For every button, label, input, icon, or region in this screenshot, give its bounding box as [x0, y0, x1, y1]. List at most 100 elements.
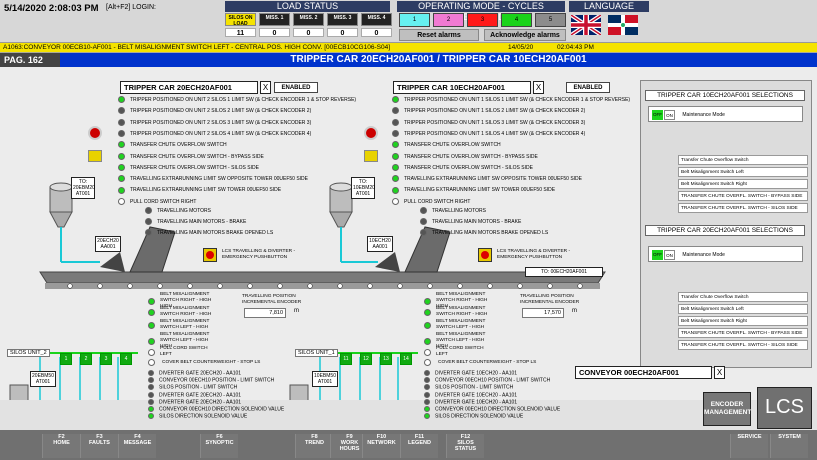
language-title: LANGUAGE	[569, 1, 649, 12]
right-alarm-bell-icon[interactable]	[364, 126, 378, 140]
right-silo-13[interactable]: 13	[380, 353, 392, 365]
panel-10-selection-item[interactable]: TRANSFER CHUTE OVERFL. SWITCH - BYPASS S…	[678, 191, 808, 201]
left-aa-tag: 20ECH20 AA001	[95, 236, 121, 252]
right-signal-label: TRIPPER POSITIONED ON UNIT 1 SILOS 4 LIM…	[404, 130, 586, 137]
mode-4-button[interactable]: 4	[501, 13, 532, 27]
panel-20-selection-item[interactable]: Transfer Chute Overflow Switch	[678, 292, 808, 302]
page-title: TRIPPER CAR 20ECH20AF001 / TRIPPER CAR 1…	[290, 54, 587, 65]
panel-20-on-button[interactable]: ON	[664, 250, 675, 260]
login-label[interactable]: [Alt+F2] LOGIN:	[106, 4, 156, 11]
mode-5-button[interactable]: 5	[535, 13, 566, 27]
fkey-label: TREND	[305, 440, 324, 446]
fkey-label: SYSTEM	[778, 434, 801, 440]
left-belt-item: PULL CORD SWITCH LEFT	[148, 346, 238, 358]
left-alarm-bell-icon[interactable]	[88, 126, 102, 140]
right-motor-item: TRAVELLING MAIN MOTORS BRAKE OPENED LS	[420, 229, 570, 238]
mode-2-button[interactable]: 2	[433, 13, 464, 27]
miss4-label: MISS. 4	[361, 13, 392, 26]
lcs-button[interactable]: LCS	[757, 387, 812, 429]
reset-alarms-button[interactable]: Reset alarms	[399, 29, 479, 41]
silos-on-load-label: SILOS ON LOAD	[225, 13, 256, 27]
left-tripper-enabled-badge[interactable]: ENABLED	[274, 82, 318, 93]
left-diverter-label: CONVEYOR 00ECH10 DIRECTION SOLENOID VALU…	[159, 406, 285, 413]
right-tripper-close-button[interactable]: X	[533, 81, 544, 94]
miss2-label: MISS. 2	[293, 13, 324, 26]
left-emergency-pushbutton-icon[interactable]	[203, 248, 217, 262]
left-tripper-close-button[interactable]: X	[260, 81, 271, 94]
status-led-icon	[148, 384, 154, 391]
right-silo-14[interactable]: 14	[400, 353, 412, 365]
panel-10-selection-item[interactable]: Belt Misalignment Switch Left	[678, 167, 808, 177]
right-lcs-label: LCS TRAVELLING & DIVERTER - EMERGENCY PU…	[497, 249, 571, 260]
encoder-management-button[interactable]: ENCODER MANAGEMENT	[703, 392, 751, 426]
right-diverter-item: CONVEYOR 00ECH10 POSITION - LIMIT SWITCH	[424, 377, 574, 384]
left-signal-item: TRIPPER POSITIONED ON UNIT 2 SILOS 1 LIM…	[118, 96, 363, 105]
panel-10-on-button[interactable]: ON	[664, 110, 675, 120]
right-silo-12[interactable]: 12	[360, 353, 372, 365]
right-tripper-enabled-badge[interactable]: ENABLED	[566, 82, 610, 93]
panel-20-selection-item[interactable]: TRANSFER CHUTE OVERFL. SWITCH - BYPASS S…	[678, 328, 808, 338]
panel-10-selection-item[interactable]: Transfer Chute Overflow Switch	[678, 155, 808, 165]
load-status-title: LOAD STATUS	[225, 1, 390, 12]
right-emergency-pushbutton-icon[interactable]	[478, 248, 492, 262]
right-signal-item: TRIPPER POSITIONED ON UNIT 1 SILOS 1 LIM…	[392, 96, 637, 105]
right-diverter-item: SILOS POSITION - LIMIT SWITCH	[424, 384, 574, 391]
fkey-system-button[interactable]: SYSTEM	[770, 434, 808, 458]
left-warning-horn-icon[interactable]	[88, 150, 102, 162]
right-belt-label: BELT MISALIGNMENT SWITCH LEFT - HIGH HIG…	[436, 332, 486, 349]
right-diverter-label: CONVEYOR 00ECH10 POSITION - LIMIT SWITCH	[435, 377, 551, 384]
left-belt-item: BELT MISALIGNMENT SWITCH LEFT - HIGH	[148, 319, 238, 331]
left-silo-2[interactable]: 2	[80, 353, 92, 365]
right-warning-horn-icon[interactable]	[364, 150, 378, 162]
left-signal-item: TRIPPER POSITIONED ON UNIT 2 SILOS 2 LIM…	[118, 107, 363, 116]
panel-20-selection-item[interactable]: TRANSFER CHUTE OVERFL. SWITCH - SILOS SI…	[678, 340, 808, 350]
panel-20-selection-item[interactable]: Belt Misalignment Switch Right	[678, 316, 808, 326]
alarm-banner[interactable]: A1063:CONVEYOR 00ECB10-AF001 - BELT MISA…	[0, 43, 817, 53]
left-diverter-item: SILOS DIRECTION SOLENOID VALUE	[148, 413, 298, 420]
panel-10-selection-item[interactable]: Belt Misalignment Switch Right	[678, 179, 808, 189]
right-diverter-label: SILOS POSITION - LIMIT SWITCH	[435, 384, 514, 391]
status-led-icon	[420, 229, 427, 237]
mode-1-button[interactable]: 1	[399, 13, 430, 27]
panel-10-off-button[interactable]: OFF	[652, 110, 663, 120]
left-signal-item: PULL CORD SWITCH RIGHT	[118, 197, 363, 207]
left-motor-label: TRAVELLING MOTORS	[157, 208, 211, 214]
fkey-code: F4	[134, 434, 141, 440]
uk-flag-icon[interactable]	[569, 13, 603, 37]
fkey-service-button[interactable]: SERVICE	[730, 434, 768, 458]
left-lcs-label: LCS TRAVELLING & DIVERTER - EMERGENCY PU…	[222, 249, 296, 260]
right-signal-label: TRANSFER CHUTE OVERFLOW SWITCH - SILOS S…	[404, 164, 533, 171]
panel-20-off-button[interactable]: OFF	[652, 250, 663, 260]
left-silo-4[interactable]: 4	[120, 353, 132, 365]
status-led-icon	[148, 413, 154, 420]
right-silo-11[interactable]: 11	[340, 353, 352, 365]
fkey-label: FAULTS	[89, 440, 110, 446]
dominican-flag-icon[interactable]	[608, 15, 638, 35]
left-signal-item: TRANSFER CHUTE OVERFLOW SWITCH - BYPASS …	[118, 152, 363, 162]
mode-3-button[interactable]: 3	[467, 13, 498, 27]
panel-10-selection-item[interactable]: TRANSFER CHUTE OVERFL. SWITCH - SILOS SI…	[678, 203, 808, 213]
panel-20-selection-item[interactable]: Belt Misalignment Switch Left	[678, 304, 808, 314]
left-silo-1[interactable]: 1	[60, 353, 72, 365]
left-silo-3[interactable]: 3	[100, 353, 112, 365]
acknowledge-alarms-button[interactable]: Acknowledge alarms	[484, 29, 566, 41]
status-led-icon	[148, 337, 155, 345]
left-diverter-item: SILOS POSITION - LIMIT SWITCH	[148, 384, 298, 391]
alarm-date: 14/05/20	[508, 44, 534, 51]
conveyor-close-button[interactable]: X	[714, 366, 725, 379]
miss3-value: 0	[327, 28, 358, 37]
right-motor-item: TRAVELLING MAIN MOTORS - BRAKE	[420, 218, 570, 227]
left-signal-label: TRANSFER CHUTE OVERFLOW SWITCH - SILOS S…	[130, 164, 259, 171]
right-diverter-label: DIVERTER GATE 10ECH20 - AA101	[435, 391, 518, 398]
right-belt-item: BELT MISALIGNMENT SWITCH LEFT - HIGH	[424, 319, 514, 331]
status-led-icon	[424, 297, 431, 305]
